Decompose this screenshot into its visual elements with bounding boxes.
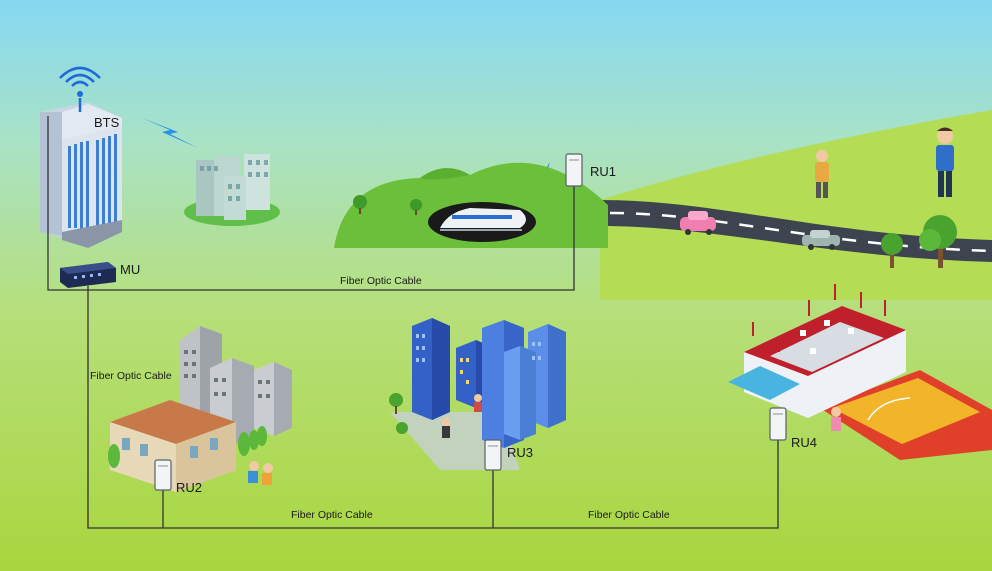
ru4-label: RU4	[791, 435, 818, 450]
stadium-area	[728, 284, 992, 460]
cable-label-ru3-ru4: Fiber Optic Cable	[588, 509, 670, 521]
mu-device	[60, 262, 116, 288]
bts-building	[40, 102, 122, 248]
cable-label-mu-ru1: Fiber Optic Cable	[340, 275, 422, 287]
people-top-right	[815, 127, 954, 198]
car-grey	[802, 230, 840, 250]
signal-bolt-icon	[142, 118, 198, 148]
antenna-icon	[59, 66, 101, 112]
ru2-device	[154, 459, 172, 491]
bts-label: BTS	[94, 115, 120, 130]
ru3-label: RU3	[507, 445, 534, 460]
cable-label-ru2-ru3: Fiber Optic Cable	[291, 509, 373, 521]
ru1-label: RU1	[590, 164, 617, 179]
hills-train-area	[334, 162, 608, 248]
ru3-device	[484, 439, 502, 471]
ru2-label: RU2	[176, 480, 203, 495]
car-pink	[680, 211, 716, 235]
fiber-optic-cables	[47, 116, 779, 529]
ru-units	[154, 153, 787, 491]
city-block-ru2	[108, 326, 292, 492]
ru1-device	[565, 153, 583, 187]
cable-label-mu-ru2: Fiber Optic Cable	[90, 370, 172, 382]
city-cluster-small	[184, 154, 280, 226]
roadside-trees	[881, 215, 957, 268]
ru4-device	[769, 407, 787, 441]
mu-label: MU	[120, 262, 141, 277]
